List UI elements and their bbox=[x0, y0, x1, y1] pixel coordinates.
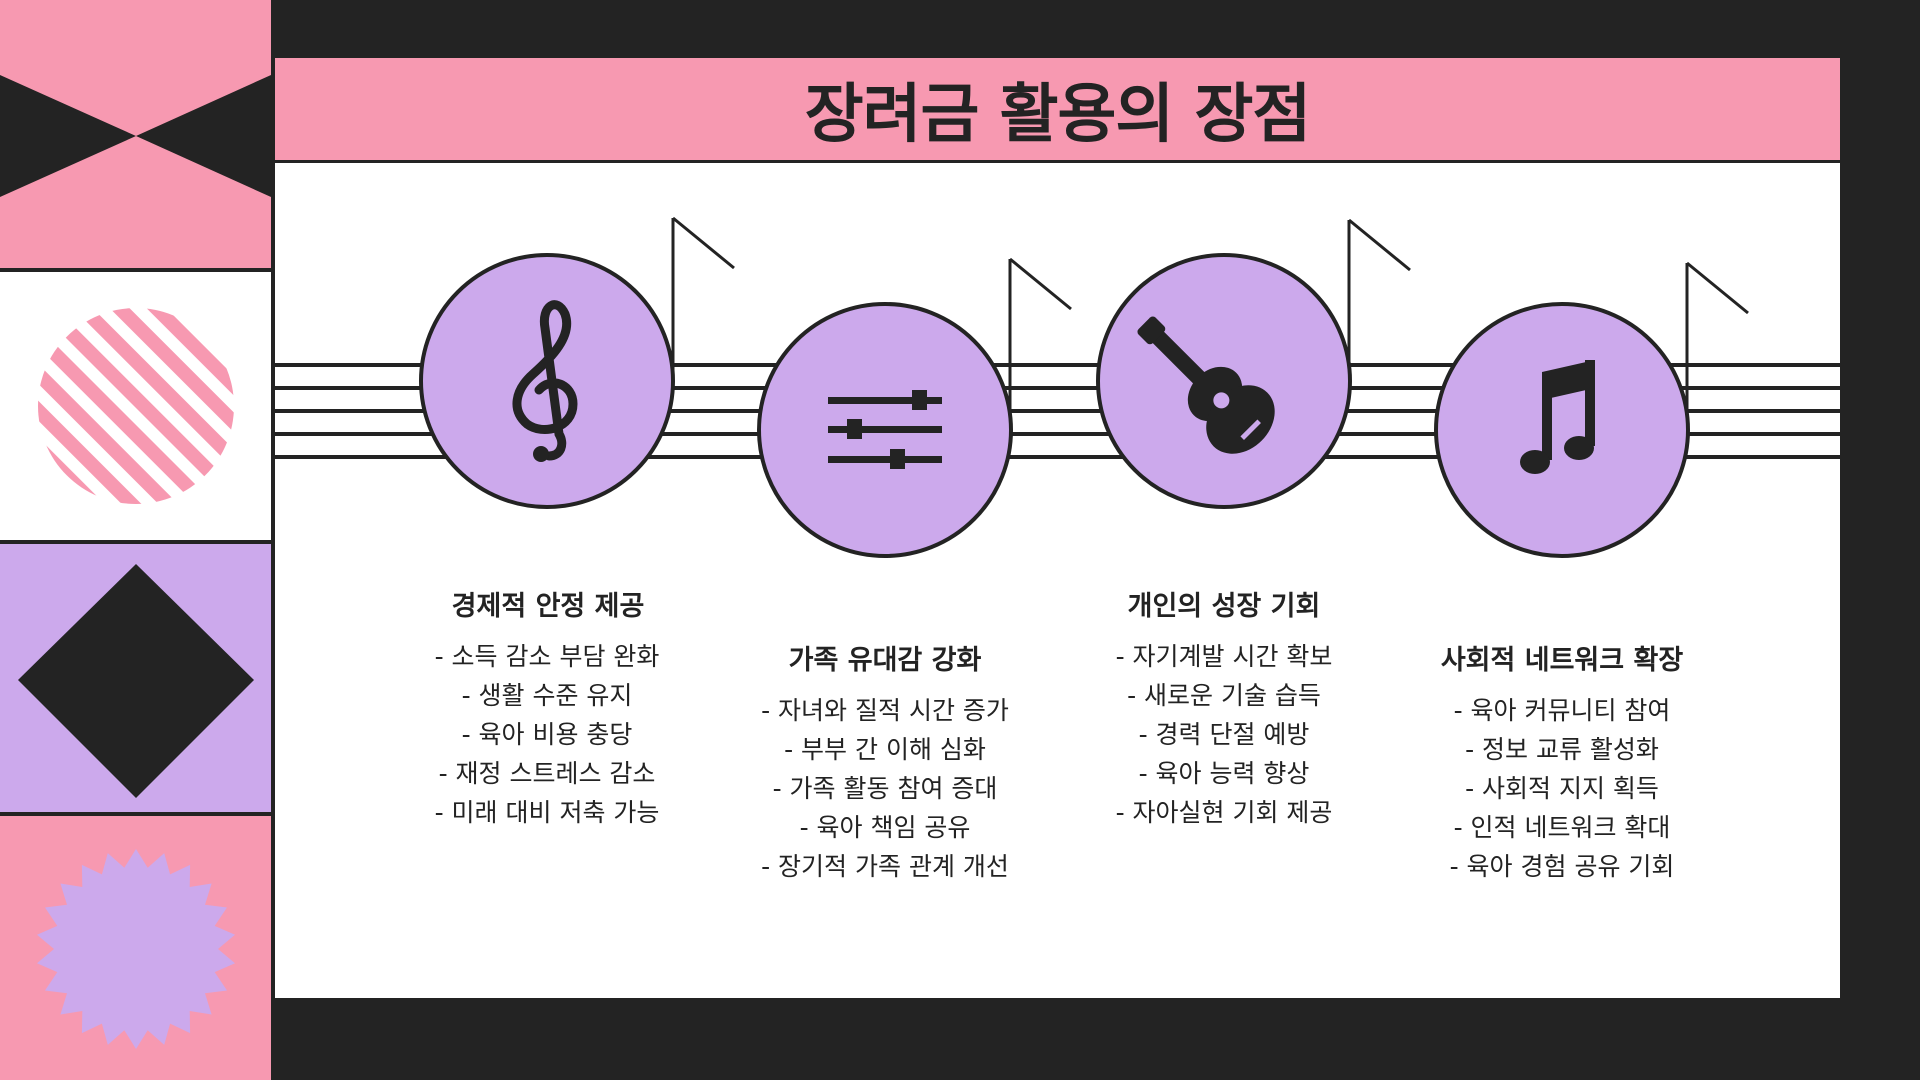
treble-clef-icon bbox=[512, 300, 578, 462]
card-3-title: 개인의 성장 기회 bbox=[1127, 591, 1321, 622]
music-staff bbox=[275, 216, 1840, 558]
list-item: - 육아 비용 충당 bbox=[461, 720, 633, 749]
starburst-icon bbox=[37, 849, 235, 1049]
list-item: - 소득 감소 부담 완화 bbox=[434, 642, 660, 671]
striped-circle-tile bbox=[0, 272, 271, 540]
list-item: - 경력 단절 예방 bbox=[1138, 720, 1310, 749]
note-circle-1 bbox=[419, 216, 735, 509]
list-item: - 부부 간 이해 심화 bbox=[784, 735, 986, 764]
list-item: - 장기적 가족 관계 개선 bbox=[761, 852, 1009, 881]
list-item: - 사회적 지지 획득 bbox=[1465, 774, 1659, 803]
striped-circle-icon bbox=[38, 308, 234, 504]
slide: 장려금 활용의 장점 bbox=[275, 58, 1840, 998]
list-item: - 육아 책임 공유 bbox=[799, 813, 971, 842]
list-item: - 미래 대비 저축 가능 bbox=[434, 798, 660, 827]
list-item: - 인적 네트워크 확대 bbox=[1453, 813, 1671, 842]
list-item: - 정보 교류 활성화 bbox=[1465, 735, 1659, 764]
list-item: - 육아 경험 공유 기회 bbox=[1449, 852, 1675, 881]
card-3-list: - 자기계발 시간 확보 - 새로운 기술 습득 - 경력 단절 예방 - 육아… bbox=[1044, 637, 1404, 832]
list-item: - 생활 수준 유지 bbox=[461, 681, 633, 710]
bowtie-shape-icon bbox=[0, 75, 271, 197]
card-1-title: 경제적 안정 제공 bbox=[451, 591, 645, 622]
card-1-list: - 소득 감소 부담 완화 - 생활 수준 유지 - 육아 비용 충당 - 재정… bbox=[367, 637, 727, 832]
page-title: 장려금 활용의 장점 bbox=[804, 78, 1312, 152]
equalizer-sliders-icon bbox=[828, 390, 942, 469]
diamond-tile bbox=[0, 544, 271, 812]
list-item: - 육아 커뮤니티 참여 bbox=[1453, 696, 1671, 725]
list-item: - 자기계발 시간 확보 bbox=[1115, 642, 1333, 671]
starburst-tile bbox=[0, 816, 271, 1080]
list-item: - 육아 능력 향상 bbox=[1138, 759, 1310, 788]
card-4-list: - 육아 커뮤니티 참여 - 정보 교류 활성화 - 사회적 지지 획득 - 인… bbox=[1382, 691, 1742, 886]
card-4-title: 사회적 네트워크 확장 bbox=[1440, 645, 1684, 676]
bowtie-tile bbox=[0, 0, 271, 268]
card-2-list: - 자녀와 질적 시간 증가 - 부부 간 이해 심화 - 가족 활동 참여 증… bbox=[705, 691, 1065, 886]
list-item: - 재정 스트레스 감소 bbox=[438, 759, 656, 788]
title-bar: 장려금 활용의 장점 bbox=[275, 58, 1840, 163]
note-circle-4 bbox=[1434, 261, 1749, 558]
guitar-icon bbox=[1137, 316, 1275, 454]
diamond-icon bbox=[18, 564, 254, 798]
list-item: - 자녀와 질적 시간 증가 bbox=[761, 696, 1009, 725]
decorative-sidebar bbox=[0, 0, 271, 1080]
list-item: - 자아실현 기회 제공 bbox=[1115, 798, 1333, 827]
card-2-title: 가족 유대감 강화 bbox=[788, 645, 982, 676]
list-item: - 새로운 기술 습득 bbox=[1127, 681, 1321, 710]
list-item: - 가족 활동 참여 증대 bbox=[772, 774, 998, 803]
music-note-icon bbox=[1520, 360, 1595, 474]
